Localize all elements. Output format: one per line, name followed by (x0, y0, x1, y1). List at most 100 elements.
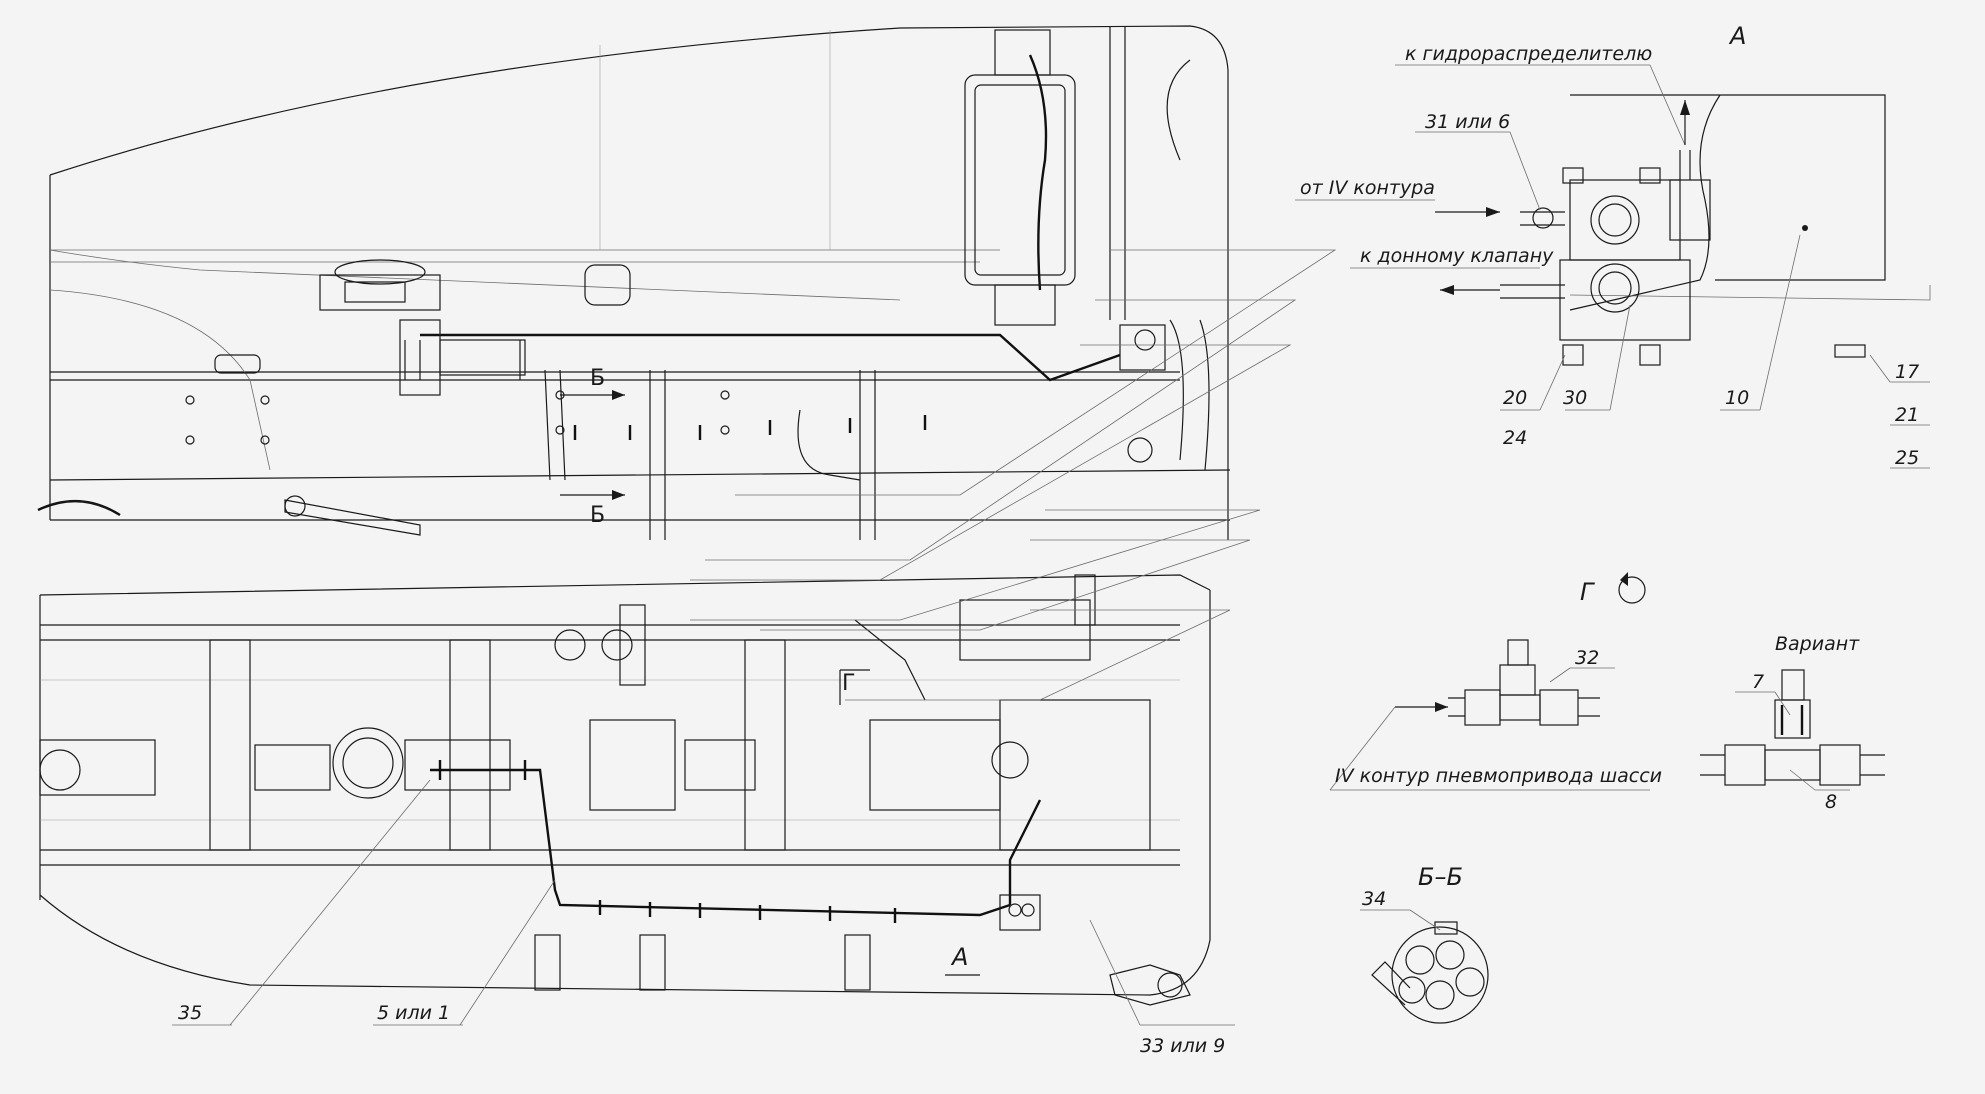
plan-outline-top (39, 574, 1211, 596)
section-b-arrow-1 (612, 390, 625, 400)
bracket-top (1074, 574, 1096, 626)
callout-20: 20 (1503, 387, 1527, 409)
view-a-ref: А (950, 943, 968, 971)
note-circuit-iv-chassis: IV контур пневмопривода шасси (1335, 765, 1662, 787)
view-g-title: Г (1580, 578, 1595, 606)
tube-1 (1405, 945, 1435, 975)
leader-10-d (1759, 234, 1801, 411)
note-to-hydraulic: к гидрораспределителю (1405, 43, 1652, 65)
arrow-bottom-head (1440, 285, 1454, 295)
valve-block-a (1569, 179, 1681, 261)
bracket (214, 354, 261, 374)
cabinet-top (994, 29, 1051, 76)
clamp-screw (1434, 921, 1458, 935)
dome (584, 264, 631, 306)
arrow-iv-head (1486, 207, 1500, 217)
callout-17: 17 (1895, 361, 1919, 383)
cabinet-valve (994, 284, 1056, 326)
valve-cap-top-inner (1598, 203, 1632, 237)
tube-4 (1425, 980, 1455, 1010)
rotate-symbol (1618, 576, 1646, 604)
hatch-body (319, 274, 441, 311)
cabinet-hose (1028, 54, 1048, 291)
note-from-circuit-iv: от IV контура (1300, 177, 1435, 199)
hatch-lid (334, 259, 426, 285)
cross-members (209, 639, 786, 851)
vertical-pipe (619, 604, 646, 686)
hanger-1 (544, 369, 566, 481)
fender-arc (49, 289, 271, 471)
inlet-nut (1532, 207, 1554, 229)
valve-block-side (1119, 324, 1166, 371)
shaft-joint (284, 495, 306, 517)
leader-7-d (1774, 691, 1791, 716)
callout-7: 7 (1752, 671, 1764, 693)
tee-right-nut (1539, 689, 1579, 726)
variant-view: Вариант 7 8 (1700, 633, 1885, 813)
tank-mark (1802, 225, 1808, 231)
section-b-label-1: Б (590, 366, 605, 391)
bottom-valve (1109, 964, 1191, 1006)
tee-left-pipe (1448, 697, 1465, 717)
callout-8: 8 (1825, 791, 1837, 813)
gearbox (39, 739, 156, 796)
cabinet (964, 74, 1076, 286)
callout-24: 24 (1503, 427, 1527, 449)
variant-center (1764, 749, 1821, 781)
valve-side-port (1669, 179, 1711, 241)
top-view: Г А (39, 574, 1211, 1006)
leader-20-d (1539, 354, 1566, 411)
section-b-arrow-2 (612, 490, 625, 500)
cab-arc-2 (1169, 319, 1184, 461)
tank-contour (49, 249, 901, 301)
air-line-plan-2 (1008, 799, 1042, 905)
view-a: А к гидрораспределителю от IV конту (1295, 22, 1931, 469)
bundle-clamp (1391, 926, 1489, 1024)
air-line-plan (430, 768, 1011, 917)
control-knob (991, 741, 1029, 779)
hose-side (797, 409, 861, 481)
valve-cluster (869, 719, 1001, 811)
shaft-yoke-1 (254, 744, 331, 791)
plan-callouts: 35 5 или 1 33 или 9 (172, 779, 1235, 1057)
gearbox-flange (39, 749, 81, 791)
bolt-tl (1562, 167, 1584, 184)
valve-a-body (999, 894, 1041, 931)
variant-title: Вариант (1775, 633, 1860, 655)
tube-3 (1455, 967, 1485, 997)
valve-block-a2 (1559, 259, 1691, 341)
leader-34-d (1409, 909, 1441, 931)
tee-arrow-head (1435, 702, 1448, 712)
tube-5 (1398, 976, 1426, 1004)
valve-cap-top (1590, 195, 1640, 245)
frame-bottom (49, 469, 1231, 481)
pipe-clamps-plan (438, 760, 897, 923)
callout-21: 21 (1895, 404, 1919, 426)
section-b-label-2: Б (590, 503, 605, 528)
callout-33-9: 33 или 9 (1140, 1035, 1225, 1057)
valve-a-bolt-1 (1008, 903, 1022, 917)
valve-knob-side (1134, 329, 1156, 351)
pump-body (332, 727, 404, 799)
valve-a-bolt-2 (1021, 903, 1035, 917)
valve-cap-bottom (1590, 263, 1640, 313)
bottom-valve-cap (1157, 972, 1183, 998)
pump-gear (589, 719, 676, 811)
side-view: Б Б (37, 25, 1231, 540)
leader-hydro-d (1649, 64, 1686, 146)
coupling (439, 339, 526, 376)
hanger-2 (649, 370, 666, 540)
pump-body-inner (342, 737, 394, 789)
callout-35: 35 (178, 1002, 202, 1024)
callout-31-6: 31 или 6 (1425, 111, 1510, 133)
top-fitting-2 (601, 629, 633, 661)
tee-top-body (1499, 664, 1536, 696)
bolt-tr (1639, 167, 1661, 184)
section-bb: Б–Б 34 (1360, 863, 1489, 1024)
lower-brackets (534, 934, 871, 991)
callout-10: 10 (1725, 387, 1749, 409)
tee-top-nut (1507, 639, 1529, 666)
fitting-side (1127, 437, 1153, 463)
variant-top-nut (1781, 669, 1805, 701)
